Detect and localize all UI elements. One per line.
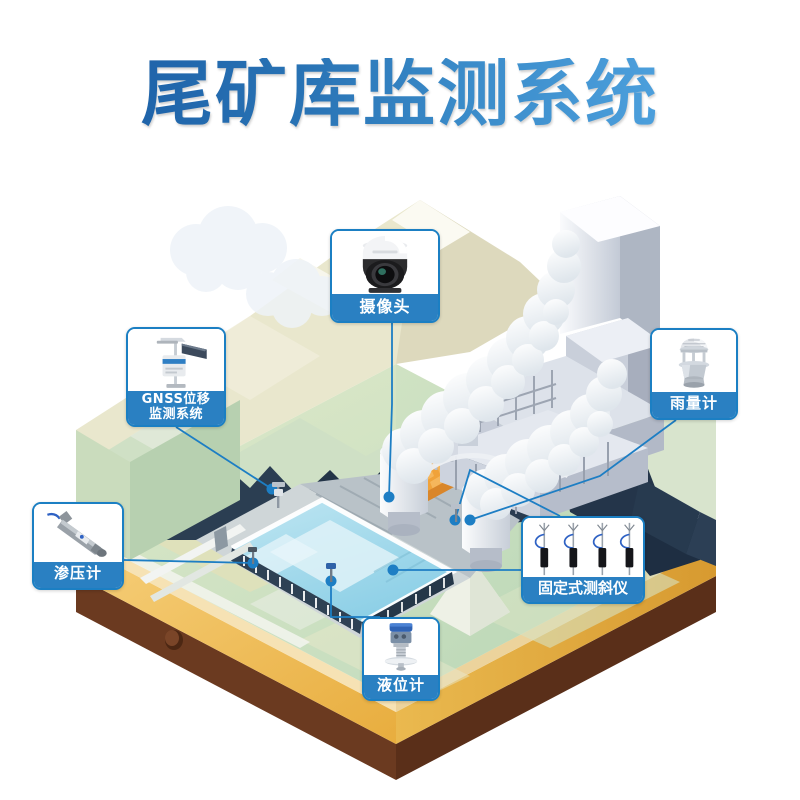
connector-piezo xyxy=(123,559,254,564)
callout-level[interactable]: 液位计 xyxy=(362,617,440,701)
callout-gnss[interactable]: GNSS位移 监测系统 xyxy=(126,327,226,427)
connector-level xyxy=(330,581,380,618)
steam-plume-lower xyxy=(465,359,627,520)
rain-gauge-icon xyxy=(652,330,736,392)
title-area: 尾矿库监测系统 xyxy=(0,58,800,130)
gnss-station-icon xyxy=(128,329,224,391)
callout-gnss-label: GNSS位移 监测系统 xyxy=(128,391,224,425)
steam-plumes xyxy=(382,230,627,520)
page-title: 尾矿库监测系统 xyxy=(140,52,659,136)
callout-camera-label: 摄像头 xyxy=(332,294,438,321)
background-clouds xyxy=(170,206,342,328)
connector-rain xyxy=(469,419,677,521)
field-gnss-pole xyxy=(272,482,285,508)
fixed-inclinometer-icon xyxy=(523,518,643,577)
anchor-dot-rain xyxy=(464,514,476,526)
callout-piezo-label: 渗压计 xyxy=(34,562,122,588)
steam-plume-upper xyxy=(382,230,581,484)
callout-rain-label: 雨量计 xyxy=(652,392,736,418)
piezometer-icon xyxy=(34,504,122,562)
callout-rain[interactable]: 雨量计 xyxy=(650,328,738,420)
field-inclinometer xyxy=(451,504,461,522)
connector-gnss xyxy=(175,426,273,490)
field-level-gauge xyxy=(326,563,336,582)
connector-lines xyxy=(123,323,677,618)
callout-camera[interactable]: 摄像头 xyxy=(330,229,440,323)
connector-inclin-upper xyxy=(454,468,561,521)
anchor-dot-camera xyxy=(383,491,395,503)
connector-camera xyxy=(388,323,393,498)
callout-level-label: 液位计 xyxy=(364,675,438,699)
callout-piezo[interactable]: 渗压计 xyxy=(32,502,124,590)
ptz-dome-camera-icon xyxy=(332,231,438,294)
field-sensors xyxy=(248,482,461,582)
radar-level-gauge-icon xyxy=(364,619,438,675)
anchor-dot-inclin xyxy=(387,564,399,576)
callout-inclin-label: 固定式测斜仪 xyxy=(523,577,643,602)
field-piezometer xyxy=(248,547,257,564)
callout-inclin[interactable]: 固定式测斜仪 xyxy=(521,516,645,604)
